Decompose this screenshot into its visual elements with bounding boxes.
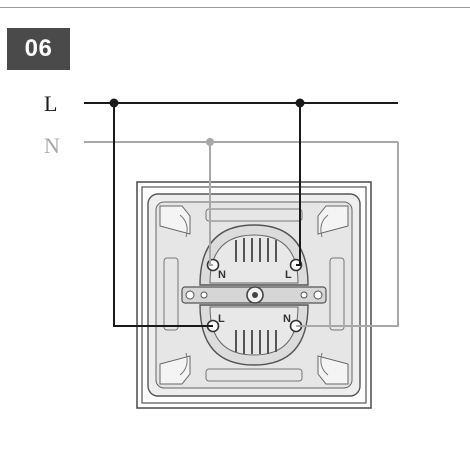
neutral-wire-label: N (44, 133, 60, 158)
line-wire-label: L (44, 91, 57, 116)
neutral-wire (84, 141, 399, 327)
center-screw-icon (246, 286, 264, 304)
terminal-label-lower-right: N (283, 313, 291, 325)
line-wire (84, 102, 398, 327)
terminal-label-upper-right: L (285, 269, 292, 281)
step-number-badge: 06 (7, 28, 70, 70)
neutral-junction-dot (206, 138, 214, 146)
terminal-label-lower-left: L (218, 313, 225, 325)
top-divider (0, 7, 470, 8)
line-junction-dot-right (295, 98, 305, 108)
upper-receptacle (199, 224, 309, 286)
lower-receptacle (199, 304, 309, 366)
terminal-label-upper-left: N (218, 269, 226, 281)
line-junction-dot-left (109, 98, 119, 108)
